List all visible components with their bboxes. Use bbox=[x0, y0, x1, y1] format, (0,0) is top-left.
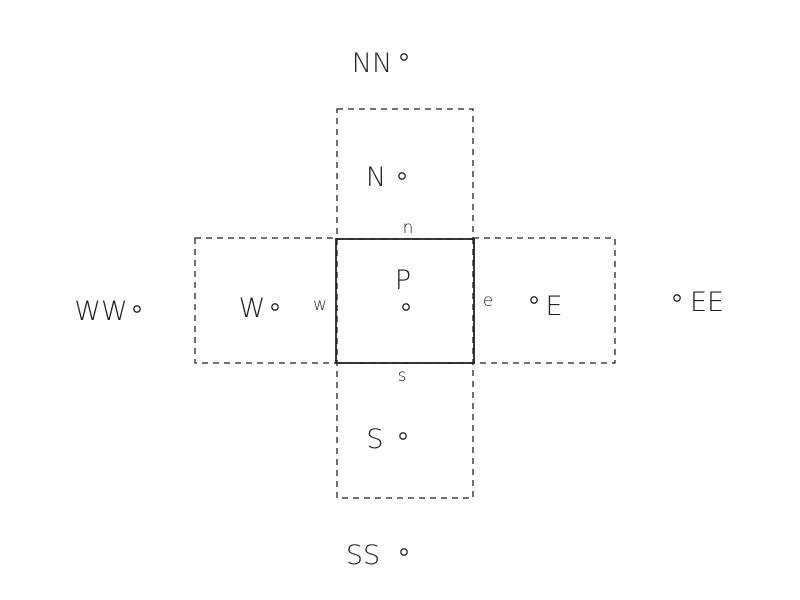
far-west-node-dot bbox=[133, 305, 141, 313]
east-node-label: E bbox=[545, 291, 562, 322]
north-node-dot bbox=[398, 172, 406, 180]
far-north-node-label: NN bbox=[352, 48, 392, 79]
north-node-label: N bbox=[366, 162, 386, 193]
east-face-label: e bbox=[483, 291, 493, 311]
south-face-label: s bbox=[398, 366, 407, 386]
west-node-dot bbox=[271, 303, 279, 311]
east-cell-dashed-outline bbox=[472, 237, 616, 364]
far-south-node-label: SS bbox=[346, 540, 380, 571]
central-node-dot bbox=[402, 303, 410, 311]
east-node-dot bbox=[530, 296, 538, 304]
central-node-label: P bbox=[395, 265, 411, 296]
west-cell-dashed-outline bbox=[194, 237, 338, 364]
west-node-label: W bbox=[239, 293, 266, 324]
south-node-label: S bbox=[366, 424, 383, 455]
south-node-dot bbox=[399, 432, 407, 440]
far-east-node-dot bbox=[673, 294, 681, 302]
far-north-node-dot bbox=[400, 53, 408, 61]
far-east-node-label: EE bbox=[690, 287, 724, 318]
far-south-node-dot bbox=[400, 548, 408, 556]
west-face-label: w bbox=[313, 295, 327, 315]
north-face-label: n bbox=[403, 218, 414, 238]
far-west-node-label: WW bbox=[74, 296, 127, 327]
central-cell-outline bbox=[335, 238, 475, 364]
